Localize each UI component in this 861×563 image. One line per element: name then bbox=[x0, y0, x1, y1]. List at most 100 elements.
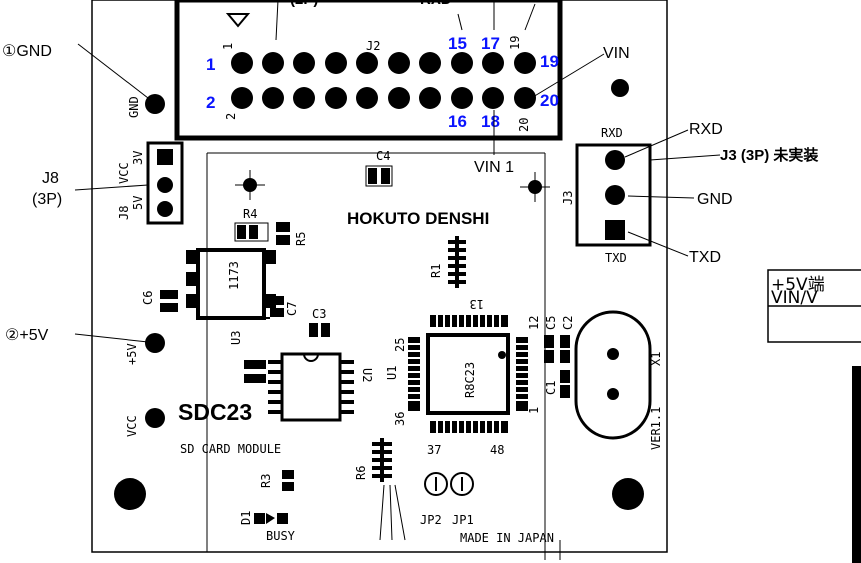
silk-pin19: 19 bbox=[508, 36, 522, 50]
silk-u3: U3 bbox=[229, 331, 243, 345]
vcc-pad bbox=[145, 408, 165, 428]
j2-header bbox=[174, 0, 563, 141]
callout-j8: J8 bbox=[42, 170, 59, 187]
c6-pad-b bbox=[160, 303, 178, 312]
d1-pad-b bbox=[277, 513, 288, 524]
c3-pad-a bbox=[309, 323, 318, 337]
r5-pad-a bbox=[276, 222, 290, 232]
r3-pad-a bbox=[282, 470, 294, 479]
silk-jp2: JP2 bbox=[420, 513, 442, 527]
j8-connector bbox=[146, 141, 184, 225]
pin-number-18: 18 bbox=[481, 112, 500, 131]
silk-j8: J8 bbox=[117, 206, 131, 220]
pin1-marker bbox=[225, 13, 251, 28]
silk-busy: BUSY bbox=[266, 529, 296, 543]
j3-pin-rxd bbox=[605, 150, 625, 170]
leader-txd bbox=[627, 231, 689, 257]
leader-top-j2 bbox=[275, 0, 279, 41]
r4-outline bbox=[234, 222, 269, 242]
pin-number-19: 19 bbox=[540, 52, 559, 71]
pin-number-16: 16 bbox=[448, 112, 467, 131]
leader-top-15 bbox=[457, 13, 463, 31]
silk-c4: C4 bbox=[376, 149, 390, 163]
j2-pins bbox=[231, 52, 536, 109]
pin-number-15: 15 bbox=[448, 34, 467, 53]
c4-pad-b bbox=[381, 168, 390, 184]
silk-pin2: 2 bbox=[224, 113, 238, 120]
silk-u1-13: 13 bbox=[470, 297, 484, 311]
u2-chip bbox=[280, 352, 342, 422]
silk-r4: R4 bbox=[243, 207, 257, 221]
silk-c6: C6 bbox=[141, 291, 155, 305]
u1-chip bbox=[426, 333, 510, 415]
u1-chip-label: R8C23 bbox=[463, 362, 477, 398]
silk-u1-1: 1 bbox=[527, 407, 541, 414]
r5-pad-b bbox=[276, 235, 290, 245]
board-subtitle: SD CARD MODULE bbox=[180, 442, 281, 456]
c6-pad-a bbox=[160, 290, 178, 299]
silk-r3: R3 bbox=[259, 474, 273, 488]
silk-version: VER1.1 bbox=[649, 407, 663, 450]
silk-pin20: 20 bbox=[517, 118, 531, 132]
silk-c5: C5 bbox=[544, 316, 558, 330]
silk-rxd: RXD bbox=[601, 126, 623, 140]
r4-pad-a bbox=[237, 225, 246, 239]
c3-pad-b bbox=[321, 323, 330, 337]
leader-rxd bbox=[624, 129, 689, 158]
x1-pad-b bbox=[607, 388, 619, 400]
callout-5v: ②+5V bbox=[5, 327, 49, 344]
silk-vcc: VCC bbox=[125, 415, 139, 437]
callout-vin: VIN bbox=[603, 45, 630, 62]
leader-5v bbox=[74, 333, 149, 343]
silk-txd: TXD bbox=[605, 251, 627, 265]
silk-u2: U2 bbox=[360, 368, 374, 382]
pin-number-2: 2 bbox=[206, 93, 215, 112]
gnd-pad bbox=[145, 94, 165, 114]
silk-c7: C7 bbox=[285, 302, 299, 316]
c7-pad-b bbox=[270, 308, 284, 317]
callout-rxd: RXD bbox=[689, 121, 723, 138]
j2-label: J2 bbox=[366, 39, 380, 53]
callout-top-rxd: RXD bbox=[420, 0, 452, 8]
r1-array bbox=[448, 236, 466, 288]
corner-hole-top bbox=[611, 79, 629, 97]
silk-jp1: JP1 bbox=[452, 513, 474, 527]
leader-vin bbox=[527, 53, 605, 101]
silk-u1: U1 bbox=[385, 366, 399, 380]
silk-r6: R6 bbox=[354, 466, 368, 480]
silk-pin1: 1 bbox=[221, 43, 235, 50]
c5-c2-pads bbox=[544, 335, 570, 398]
callout-gnd: ①GND bbox=[2, 43, 52, 60]
silk-j3: J3 bbox=[561, 191, 575, 205]
side-note-line2: VIN/V bbox=[771, 288, 818, 308]
u2-side-pad-b bbox=[244, 374, 266, 383]
side-block bbox=[852, 366, 861, 563]
r6-leads bbox=[379, 484, 406, 541]
u2-pins bbox=[268, 360, 354, 414]
d1-pad-a bbox=[254, 513, 265, 524]
u1-pin-gaps bbox=[408, 315, 528, 433]
silk-c3: C3 bbox=[312, 307, 326, 321]
x1-pad-a bbox=[607, 348, 619, 360]
company-name: HOKUTO DENSHI bbox=[347, 209, 489, 228]
leader-top-19 bbox=[524, 3, 536, 31]
j3-connector bbox=[575, 143, 652, 247]
silk-5v-j8: 5V bbox=[131, 196, 145, 210]
callout-gnd-r: GND bbox=[697, 191, 733, 208]
silk-5v: +5V bbox=[125, 343, 139, 365]
u2-side-pad-a bbox=[244, 360, 266, 369]
pin-number-17: 17 bbox=[481, 34, 500, 53]
silk-gnd: GND bbox=[127, 96, 141, 118]
callout-vin1: VIN 1 bbox=[474, 159, 514, 176]
corner-hole-right bbox=[612, 478, 644, 510]
silk-u1-37: 37 bbox=[427, 443, 441, 457]
silk-r5: R5 bbox=[294, 232, 308, 246]
board-model: SDC23 bbox=[178, 399, 252, 425]
silk-j8-vcc: VCC bbox=[117, 162, 131, 184]
sd-outline bbox=[206, 152, 561, 560]
u3-pads bbox=[186, 250, 276, 308]
c4-pad-a bbox=[368, 168, 377, 184]
j3-pin-gnd bbox=[605, 185, 625, 205]
silk-x1: X1 bbox=[649, 352, 663, 366]
